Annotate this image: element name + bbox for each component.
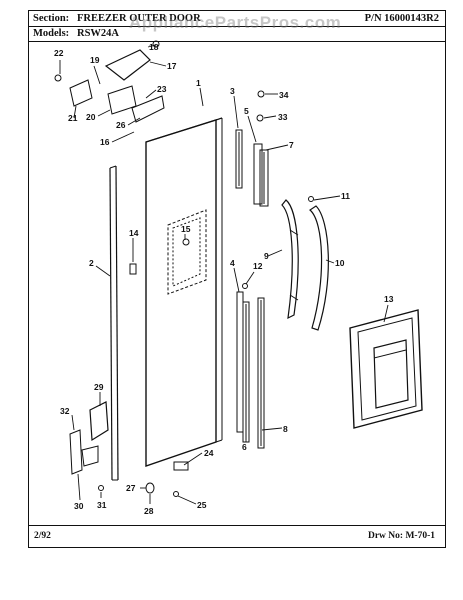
callout-34: 34 — [279, 90, 289, 100]
callout-15: 15 — [181, 224, 191, 234]
callout-30: 30 — [74, 501, 84, 511]
callout-33: 33 — [278, 112, 288, 122]
callout-18: 18 — [149, 42, 159, 52]
gasket-strip-part — [109, 165, 119, 481]
callout-23: 23 — [157, 84, 167, 94]
callout-27: 27 — [126, 483, 136, 493]
callout-32: 32 — [60, 406, 70, 416]
small-hardware-parts — [98, 40, 314, 497]
trim-strip-parts — [235, 129, 269, 449]
section-title: FREEZER OUTER DOOR — [77, 13, 201, 24]
callout-21: 21 — [68, 113, 78, 123]
callout-14: 14 — [129, 228, 139, 238]
callout-24: 24 — [204, 448, 214, 458]
header-divider — [29, 26, 445, 27]
handle-parts — [281, 199, 329, 331]
callout-2: 2 — [89, 258, 94, 268]
callout-25: 25 — [197, 500, 207, 510]
callout-19: 19 — [90, 55, 100, 65]
models-divider — [29, 41, 445, 42]
door-panel-part — [145, 117, 223, 467]
callout-11: 11 — [341, 191, 350, 201]
callout-13: 13 — [384, 294, 394, 304]
exploded-view-drawing: 1 2 3 4 5 6 7 8 9 10 11 12 13 14 15 16 1… — [54, 40, 423, 516]
footer-date: 2/92 — [34, 531, 51, 541]
callout-4: 4 — [230, 258, 235, 268]
dispenser-faceplate-part — [349, 309, 423, 429]
models-value: RSW24A — [77, 28, 120, 39]
callout-29: 29 — [94, 382, 104, 392]
callout-28: 28 — [144, 506, 154, 516]
watermark: AppliancePartsPros.com — [129, 13, 342, 32]
callout-5: 5 — [244, 106, 249, 116]
callout-1: 1 — [196, 78, 201, 88]
callout-6: 6 — [242, 442, 247, 452]
top-hinge-assembly — [54, 49, 165, 123]
callout-7: 7 — [289, 140, 294, 150]
callout-17: 17 — [167, 61, 177, 71]
callout-12: 12 — [253, 261, 263, 271]
callout-22: 22 — [54, 48, 64, 58]
section-label: Section: — [33, 13, 70, 24]
callout-31: 31 — [97, 500, 107, 510]
callout-26: 26 — [116, 120, 126, 130]
callout-16: 16 — [100, 137, 110, 147]
callout-numbers: 1 2 3 4 5 6 7 8 9 10 11 12 13 14 15 16 1… — [54, 42, 394, 516]
models-label: Models: — [33, 28, 70, 39]
callout-20: 20 — [86, 112, 96, 122]
footer-divider — [29, 525, 445, 526]
callout-3: 3 — [230, 86, 235, 96]
drawing-number: Drw No: M-70-1 — [367, 531, 435, 541]
part-number: P/N 16000143R2 — [364, 13, 439, 24]
leader-lines — [59, 44, 389, 505]
bottom-hinge-assembly — [69, 401, 109, 475]
callout-10: 10 — [335, 258, 345, 268]
callout-8: 8 — [283, 424, 288, 434]
callout-9: 9 — [264, 251, 269, 261]
